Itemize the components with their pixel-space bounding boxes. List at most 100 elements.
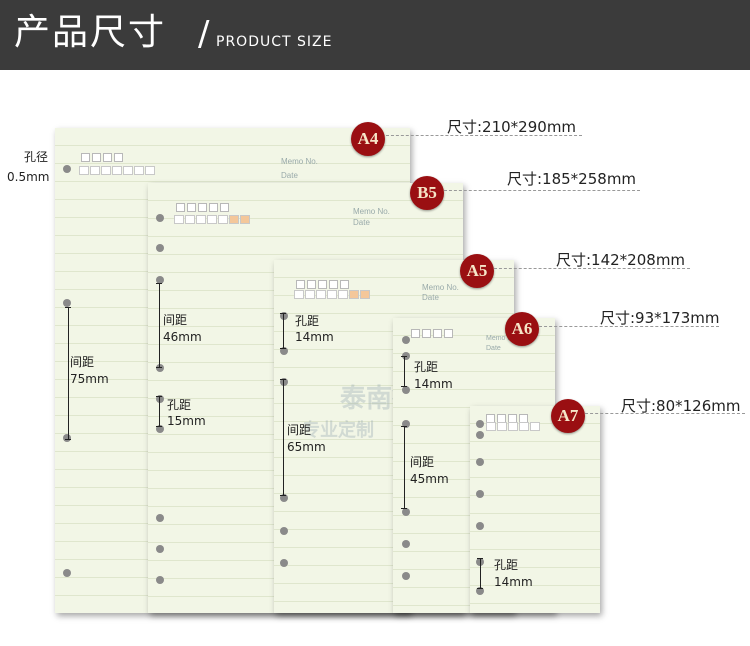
b5-hole (156, 244, 164, 252)
a6-spacing-line (404, 426, 405, 508)
a4-size-label: 尺寸:210*290mm (447, 118, 577, 136)
a4-date-label: Date (281, 171, 298, 180)
a6-spacing-label: 间距 (410, 455, 435, 469)
a6-hole-distance-line (404, 356, 405, 386)
dimension-tick (280, 313, 286, 314)
b5-hole-distance-line (159, 396, 160, 426)
a7-sheet (470, 406, 600, 613)
watermark-subtext: 专业定制 (302, 420, 374, 441)
a5-hole (280, 527, 288, 535)
b5-weather-icons (176, 203, 229, 212)
a5-date-label: Date (422, 293, 439, 302)
b5-hole-distance-label: 孔距 (167, 398, 192, 412)
b5-hole (156, 514, 164, 522)
a7-hole (476, 431, 484, 439)
a6-hole (402, 420, 410, 428)
a5-hole (280, 494, 288, 502)
a4-weekday-boxes (79, 166, 155, 175)
dimension-tick (280, 348, 286, 349)
a5-hole-distance-value: 14mm (295, 330, 334, 344)
a7-hole (476, 587, 484, 595)
a6-hole (402, 386, 410, 394)
dimension-tick (401, 508, 407, 509)
a4-hole (63, 569, 71, 577)
b5-spacing-label: 间距 (163, 313, 188, 327)
a7-size-label: 尺寸:80*126mm (621, 397, 741, 415)
a6-memo-label: Memo No. (486, 335, 519, 342)
a6-spacing-value: 45mm (410, 472, 449, 486)
a5-hole (280, 378, 288, 386)
a6-size-label: 尺寸:93*173mm (600, 309, 720, 327)
b5-date-label: Date (353, 218, 370, 227)
a4-hole (63, 165, 71, 173)
b5-weekday-boxes (174, 215, 250, 224)
a4-leader-line (386, 135, 582, 136)
dimension-tick (477, 558, 483, 559)
header-banner: 产品尺寸 / PRODUCT SIZE (0, 0, 750, 70)
a6-badge: A6 (505, 312, 539, 346)
a5-memo-label: Memo No. (422, 283, 459, 292)
a5-badge: A5 (460, 254, 494, 288)
a6-hole (402, 508, 410, 516)
a5-size-label: 尺寸:142*208mm (556, 251, 686, 269)
a6-hole (402, 540, 410, 548)
b5-hole (156, 364, 164, 372)
a4-spacing-value: 75mm (70, 372, 109, 386)
a5-spacing-line (283, 379, 284, 495)
a5-hole-distance-label: 孔距 (295, 314, 320, 328)
b5-hole (156, 545, 164, 553)
a4-memo-label: Memo No. (281, 157, 318, 166)
page-title: 产品尺寸 (14, 12, 167, 53)
b5-hole (156, 276, 164, 284)
hole-diameter-label: 孔径 (24, 150, 49, 164)
dimension-tick (156, 426, 162, 427)
dimension-tick (280, 495, 286, 496)
b5-size-label: 尺寸:185*258mm (507, 170, 637, 188)
a5-hole (280, 347, 288, 355)
dimension-tick (401, 426, 407, 427)
a7-hole (476, 522, 484, 530)
a4-hole (63, 299, 71, 307)
a6-date-label: Date (486, 345, 501, 352)
a6-hole (402, 572, 410, 580)
a5-hole (280, 559, 288, 567)
a4-badge: A4 (351, 122, 385, 156)
dimension-tick (156, 283, 162, 284)
a7-hole-distance-line (480, 558, 481, 588)
title-slash: / (198, 14, 210, 54)
dimension-tick (156, 367, 162, 368)
b5-hole-distance-value: 15mm (167, 414, 206, 428)
a7-hole (476, 490, 484, 498)
dimension-tick (477, 588, 483, 589)
dimension-tick (401, 386, 407, 387)
a7-hole-distance-label: 孔距 (494, 558, 519, 572)
a4-spacing-label: 间距 (70, 355, 95, 369)
b5-spacing-line (159, 283, 160, 367)
b5-memo-label: Memo No. (353, 207, 390, 216)
a5-leader-line (494, 268, 690, 269)
a7-badge: A7 (551, 399, 585, 433)
b5-badge: B5 (410, 176, 444, 210)
a6-hole (402, 336, 410, 344)
a6-leader-line (539, 326, 719, 327)
b5-hole (156, 214, 164, 222)
dimension-tick (65, 439, 71, 440)
dimension-tick (156, 396, 162, 397)
a6-weather-icons (411, 329, 453, 338)
b5-leader-line (444, 190, 640, 191)
a7-hole (476, 420, 484, 428)
a7-hole-distance-value: 14mm (494, 575, 533, 589)
a4-spacing-line (68, 307, 69, 439)
a5-weather-icons (296, 280, 349, 289)
a5-weekday-boxes (294, 290, 370, 299)
page-subtitle: PRODUCT SIZE (216, 34, 333, 50)
b5-hole (156, 395, 164, 403)
a5-hole-distance-line (283, 313, 284, 348)
b5-hole (156, 425, 164, 433)
a7-hole (476, 458, 484, 466)
a6-hole-distance-value: 14mm (414, 377, 453, 391)
b5-spacing-value: 46mm (163, 330, 202, 344)
b5-hole (156, 576, 164, 584)
a7-weekday-boxes (486, 422, 540, 431)
a6-hole-distance-label: 孔距 (414, 360, 439, 374)
